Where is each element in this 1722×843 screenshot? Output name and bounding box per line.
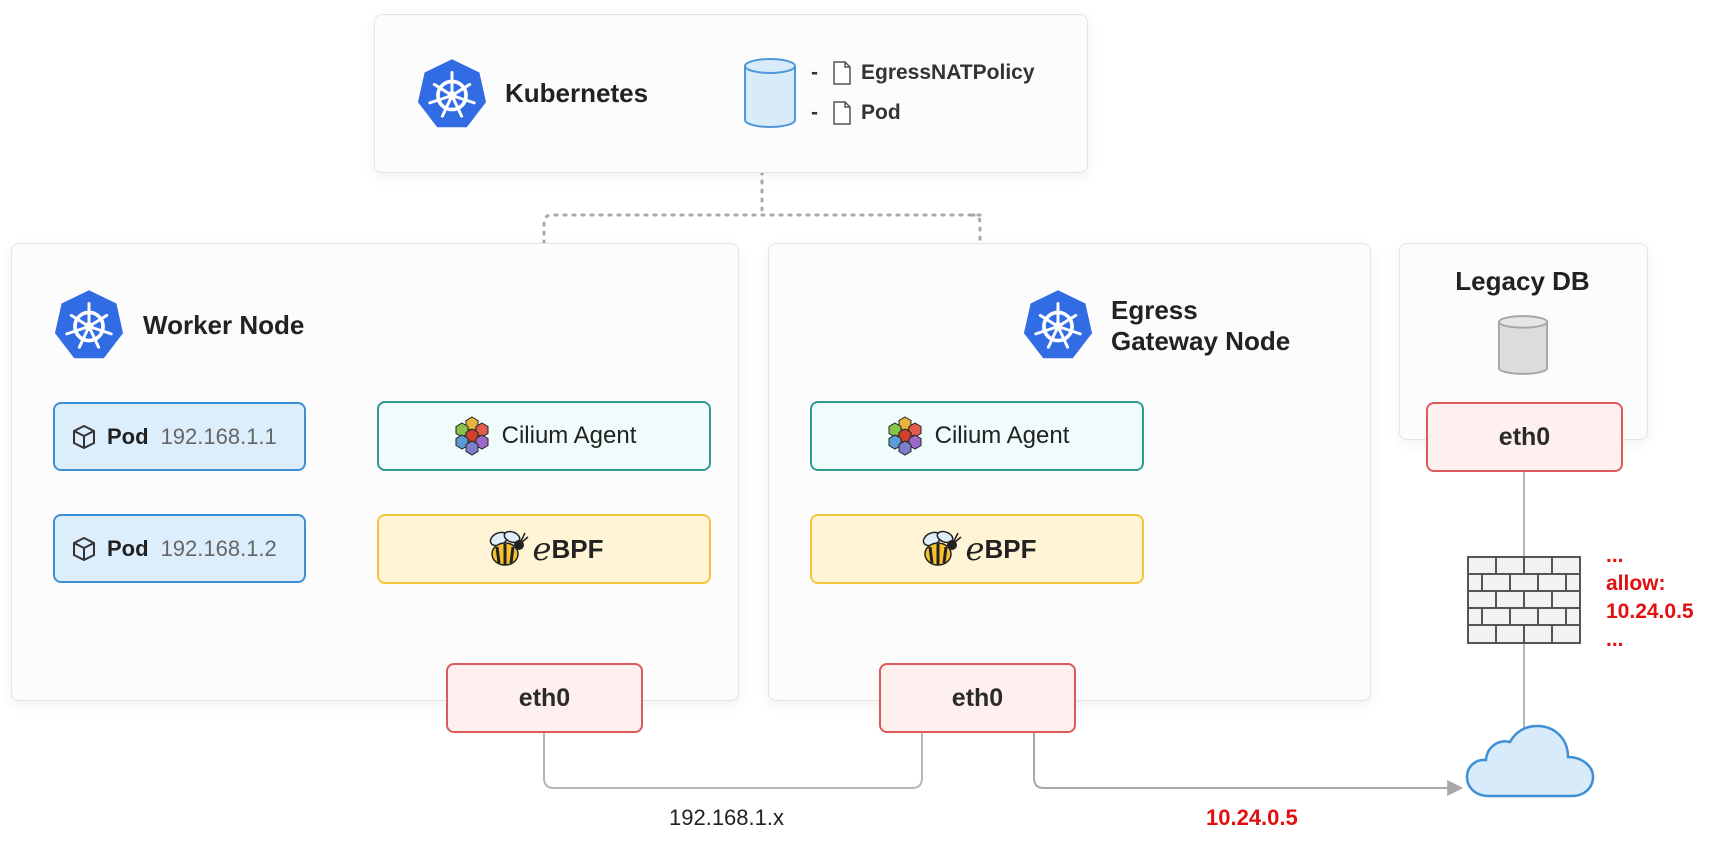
gateway-node-title-line2: Gateway Node <box>1111 326 1291 356</box>
cilium-hexagons-icon <box>455 416 489 456</box>
database-icon <box>1497 315 1549 375</box>
etcd-database-icon <box>744 58 796 128</box>
worker-to-gateway-link <box>543 732 923 789</box>
gateway-node-title-line1: Egress <box>1111 295 1198 325</box>
resource-label: EgressNATPolicy <box>861 61 1035 84</box>
control-line-gateway <box>970 213 982 502</box>
pod-label: Pod <box>107 423 149 449</box>
firewall-rule-line: allow: <box>1606 572 1666 595</box>
cloud-icon <box>1465 724 1595 798</box>
ebpf-e-letter: e <box>532 530 552 568</box>
pod-ip: 192.168.1.2 <box>160 535 277 561</box>
cilium-agent-label: Cilium Agent <box>501 422 637 449</box>
kubernetes-icon <box>417 59 487 128</box>
bee-icon <box>922 530 962 566</box>
cilium-agent-gateway: Cilium Agent <box>810 401 1144 471</box>
ebpf-e-letter: e <box>965 530 985 568</box>
cilium-agent-label: Cilium Agent <box>934 422 1070 449</box>
kubernetes-panel: Kubernetes - EgressNATPolicy - Pod <box>374 14 1088 173</box>
firewall-rule-line: 10.24.0.5 <box>1606 600 1694 623</box>
firewall-rule-line: ... <box>1606 544 1624 567</box>
resource-bullet: - <box>811 101 818 124</box>
resource-egressnatpolicy: - EgressNATPolicy <box>811 61 1035 85</box>
eth0-legacy-db: eth0 <box>1426 402 1623 472</box>
internal-subnet-label: 192.168.1.x <box>669 805 784 830</box>
kubernetes-title: Kubernetes <box>505 78 649 108</box>
egress-ip-label: 10.24.0.5 <box>1206 805 1298 830</box>
kubernetes-icon <box>1023 290 1093 359</box>
kubernetes-icon <box>54 290 124 359</box>
worker-node-panel <box>11 243 739 701</box>
firewall-rule-line: ... <box>1606 628 1624 651</box>
resource-bullet: - <box>811 61 818 84</box>
bee-icon <box>489 530 529 566</box>
pod-ip: 192.168.1.1 <box>160 423 277 449</box>
eth0-worker: eth0 <box>446 663 643 733</box>
control-line-worker <box>542 213 982 502</box>
resource-label: Pod <box>861 101 901 124</box>
ebpf-box-worker: e BPF <box>377 514 711 584</box>
pod-box-1: Pod 192.168.1.1 <box>53 402 306 471</box>
worker-node-title: Worker Node <box>143 310 305 340</box>
legacy-db-title: Legacy DB <box>1455 266 1590 296</box>
ebpf-bpf-label: BPF <box>551 533 604 564</box>
pod-box-2: Pod 192.168.1.2 <box>53 514 306 583</box>
cube-icon <box>73 536 95 561</box>
ebpf-bpf-label: BPF <box>984 533 1037 564</box>
document-icon <box>833 61 851 85</box>
cilium-agent-worker: Cilium Agent <box>377 401 711 471</box>
cube-icon <box>73 424 95 449</box>
resource-pod: - Pod <box>811 101 901 125</box>
pod-label: Pod <box>107 535 149 561</box>
document-icon <box>833 101 851 125</box>
gateway-to-cloud-link <box>1033 732 1464 796</box>
eth0-gateway: eth0 <box>879 663 1076 733</box>
firewall-rule-note: ... allow: 10.24.0.5 ... <box>1606 542 1694 654</box>
ebpf-box-gateway: e BPF <box>810 514 1144 584</box>
firewall-icon <box>1467 556 1581 644</box>
cilium-hexagons-icon <box>888 416 922 456</box>
